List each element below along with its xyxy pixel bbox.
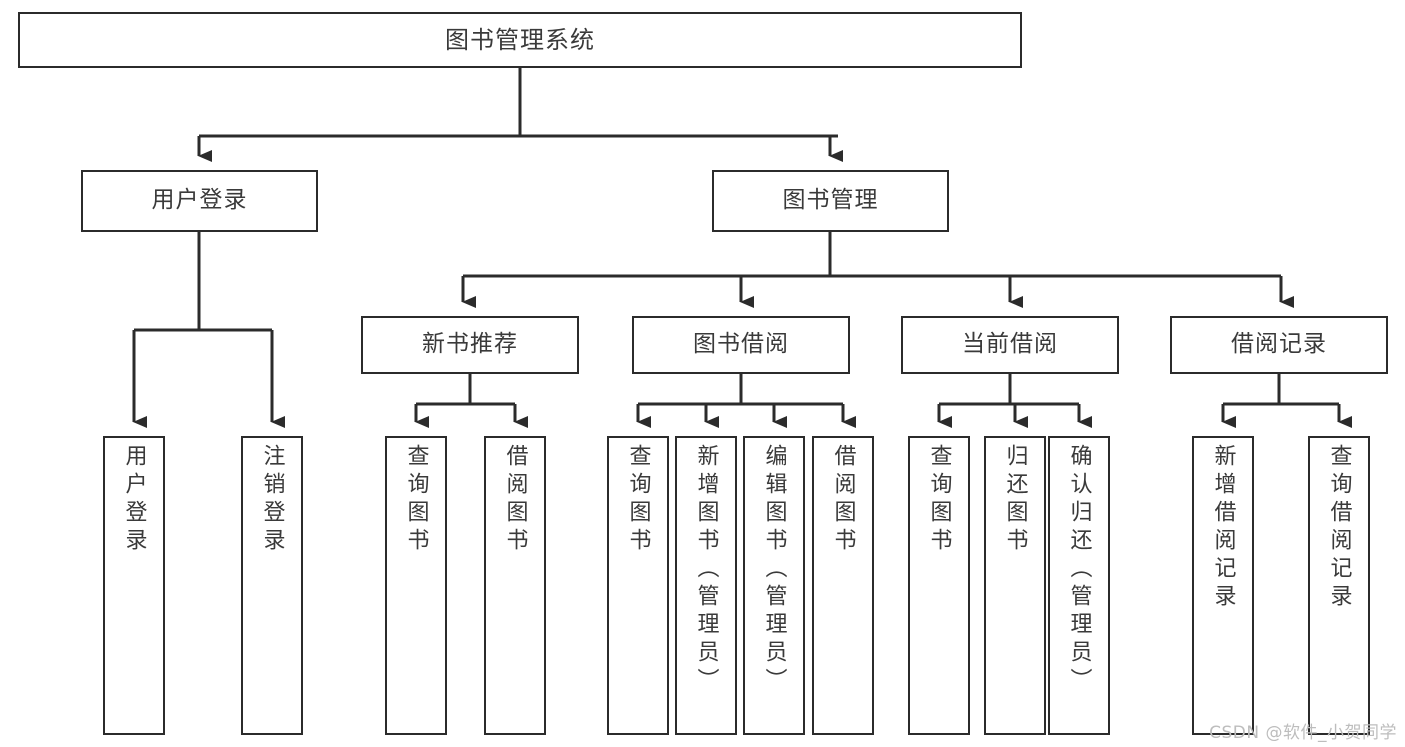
node-current-borrow[interactable]: 当前借阅: [901, 316, 1119, 374]
node-leaf-confirm-return[interactable]: 确认归还（管理员）: [1048, 436, 1110, 735]
node-leaf-edit-book-label: 编辑图书（管理员）: [761, 444, 787, 696]
node-current-borrow-label: 当前借阅: [962, 331, 1058, 358]
node-root[interactable]: 图书管理系统: [18, 12, 1022, 68]
node-leaf-query-book-3[interactable]: 查询图书: [908, 436, 970, 735]
node-leaf-add-book-label: 新增图书（管理员）: [693, 444, 719, 696]
node-leaf-user-login-label: 用户登录: [121, 444, 147, 556]
node-borrow-record-label: 借阅记录: [1231, 331, 1327, 358]
node-root-label: 图书管理系统: [445, 25, 595, 54]
node-new-book-recommend-label: 新书推荐: [422, 331, 518, 358]
node-leaf-add-record-label: 新增借阅记录: [1210, 444, 1236, 612]
node-leaf-edit-book[interactable]: 编辑图书（管理员）: [743, 436, 805, 735]
node-leaf-add-book[interactable]: 新增图书（管理员）: [675, 436, 737, 735]
node-user-login-label: 用户登录: [151, 187, 248, 214]
node-leaf-borrow-book-1-label: 借阅图书: [502, 444, 528, 556]
node-leaf-add-record[interactable]: 新增借阅记录: [1192, 436, 1254, 735]
node-leaf-return-book[interactable]: 归还图书: [984, 436, 1046, 735]
node-leaf-query-book-3-label: 查询图书: [926, 444, 952, 556]
node-leaf-query-book-2-label: 查询图书: [625, 444, 651, 556]
node-book-manage-label: 图书管理: [782, 187, 879, 214]
node-leaf-query-book-2[interactable]: 查询图书: [607, 436, 669, 735]
node-leaf-borrow-book-2[interactable]: 借阅图书: [812, 436, 874, 735]
node-new-book-recommend[interactable]: 新书推荐: [361, 316, 579, 374]
node-borrow-record[interactable]: 借阅记录: [1170, 316, 1388, 374]
node-book-borrow[interactable]: 图书借阅: [632, 316, 850, 374]
node-leaf-confirm-return-label: 确认归还（管理员）: [1066, 444, 1092, 696]
node-leaf-query-record-label: 查询借阅记录: [1326, 444, 1352, 612]
watermark-text: CSDN @软件_小贺同学: [1209, 723, 1397, 743]
node-book-borrow-label: 图书借阅: [693, 331, 789, 358]
node-leaf-borrow-book-1[interactable]: 借阅图书: [484, 436, 546, 735]
node-leaf-user-logout-label: 注销登录: [259, 444, 285, 556]
node-user-login[interactable]: 用户登录: [81, 170, 318, 232]
node-leaf-user-login[interactable]: 用户登录: [103, 436, 165, 735]
node-book-manage[interactable]: 图书管理: [712, 170, 949, 232]
node-leaf-query-book-1-label: 查询图书: [403, 444, 429, 556]
node-leaf-borrow-book-2-label: 借阅图书: [830, 444, 856, 556]
node-leaf-user-logout[interactable]: 注销登录: [241, 436, 303, 735]
node-leaf-query-record[interactable]: 查询借阅记录: [1308, 436, 1370, 735]
node-leaf-query-book-1[interactable]: 查询图书: [385, 436, 447, 735]
node-leaf-return-book-label: 归还图书: [1002, 444, 1028, 556]
